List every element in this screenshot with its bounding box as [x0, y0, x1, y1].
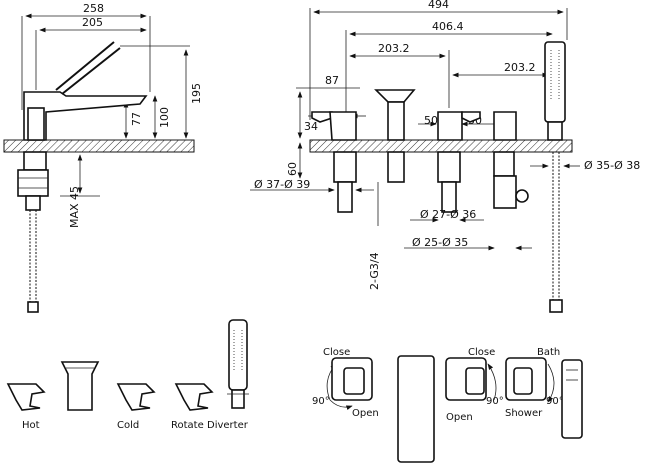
- dim-dia35-label: Ø 35-Ø 38: [584, 159, 640, 172]
- spout-body: [387, 101, 405, 141]
- hot-caption: Hot: [22, 420, 40, 431]
- operation-diagrams: Close 90° Open Close 90° Open Bath 90° S…: [312, 347, 583, 463]
- dim-406-label: 406.4: [432, 20, 464, 33]
- hot-lever: [311, 111, 333, 123]
- op-angle-bath: 90°: [546, 396, 564, 407]
- op-holder: [561, 359, 583, 439]
- hot-handle-icon: [6, 383, 46, 411]
- dim-87-label: 87: [325, 74, 339, 87]
- front-view: 494 406.4 203.2 203.2 87 34 50 50 60: [250, 0, 640, 313]
- hot-shank: [337, 181, 353, 213]
- thread-label: 2-G3/4: [368, 252, 381, 290]
- dim-dia25-label: Ø 25-Ø 35: [412, 236, 468, 249]
- dim-494-label: 494: [428, 0, 449, 11]
- handshower-front: [544, 41, 566, 123]
- op-angle-left: 90°: [312, 396, 330, 407]
- dim-100-label: 100: [158, 107, 171, 128]
- spout-top: [374, 89, 416, 103]
- deck-front: [309, 139, 573, 153]
- deck-side: [3, 139, 195, 153]
- dim-dia37-label: Ø 37-Ø 39: [254, 178, 310, 191]
- hot-valve-body: [329, 111, 357, 141]
- cold-handle-icon: [116, 383, 156, 411]
- rotate-caption: Rotate: [171, 420, 204, 431]
- op-close-right: Close: [468, 347, 495, 358]
- dim-203a-label: 203.2: [378, 42, 410, 55]
- spout-icon: [60, 361, 100, 411]
- op-open-left: Open: [352, 408, 379, 419]
- rotate-handle-icon: [174, 383, 214, 411]
- dim-77-label: 77: [130, 112, 143, 126]
- dim-195-label: 195: [190, 83, 203, 104]
- side-view: 258 205 195 100 77: [3, 2, 203, 313]
- cold-valve-body: [437, 111, 463, 141]
- faucet-side-lever: [55, 41, 115, 91]
- op-close-left: Close: [323, 347, 350, 358]
- dim-dia27-label: Ø 27-Ø 36: [420, 208, 476, 221]
- diverter-outlet: [515, 189, 529, 203]
- dim-34-label: 34: [304, 120, 318, 133]
- diverter-caption: Diverter: [207, 420, 249, 431]
- op-shower: Shower: [505, 408, 543, 419]
- handshower-icon: [227, 319, 249, 409]
- op-rotate-arrow-right: [547, 363, 555, 403]
- dim-203b-label: 203.2: [504, 61, 536, 74]
- cold-shank: [441, 181, 457, 213]
- spout-shank: [387, 151, 405, 183]
- side-nut: [17, 169, 49, 197]
- op-bath: Bath: [537, 347, 560, 358]
- diverter-body: [493, 111, 517, 141]
- dim-50a-label: 50: [424, 114, 438, 127]
- dim-205-label: 205: [82, 16, 103, 29]
- cold-caption: Cold: [117, 420, 139, 431]
- op-center-body: [397, 355, 435, 463]
- dim-258-label: 258: [83, 2, 104, 15]
- component-set: Hot Cold Rotate Diverter: [6, 319, 249, 431]
- diverter-shank: [493, 175, 517, 209]
- op-open-right: Open: [446, 412, 473, 423]
- dim-60-label: 60: [286, 162, 299, 176]
- dim-max45-label: MAX 45: [68, 186, 81, 228]
- op-angle-right: 90°: [486, 396, 504, 407]
